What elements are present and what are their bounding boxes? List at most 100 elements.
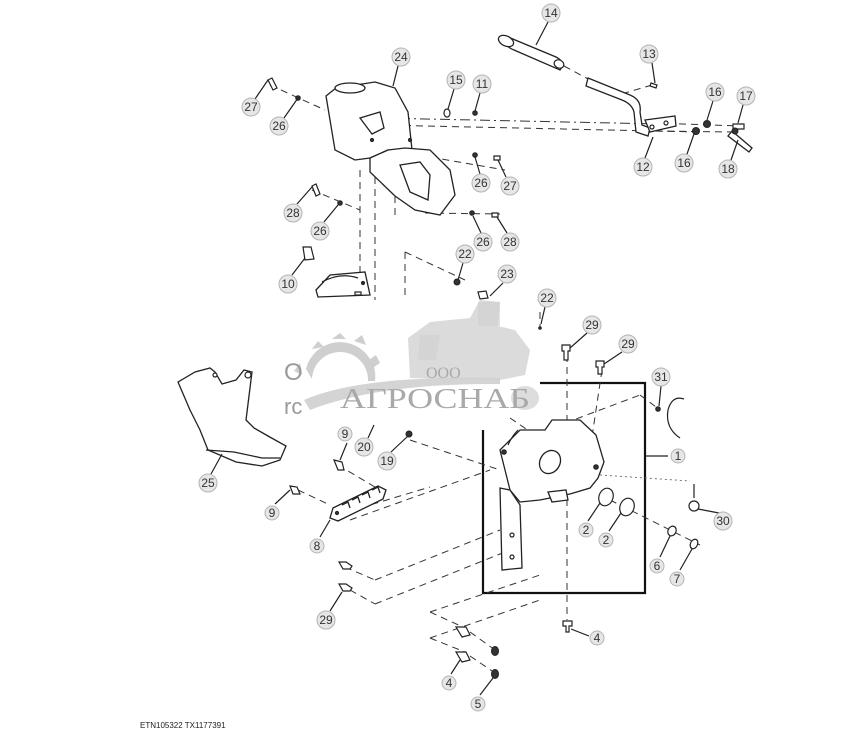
svg-text:12: 12	[636, 160, 650, 174]
callout-26[interactable]: 26	[310, 221, 330, 241]
svg-text:26: 26	[272, 119, 286, 133]
svg-text:6: 6	[654, 559, 661, 573]
part-upper-housing	[325, 81, 456, 216]
watermark-logo: ООО АГРОСНАБ O rc	[284, 300, 539, 419]
callout-27[interactable]: 27	[241, 97, 261, 117]
part-screw-9a	[333, 459, 345, 471]
callout-26[interactable]: 26	[269, 116, 289, 136]
part-handle-grip	[497, 34, 565, 71]
svg-text:23: 23	[500, 267, 514, 281]
callout-30[interactable]: 30	[713, 511, 733, 531]
callout-12[interactable]: 12	[633, 157, 653, 177]
watermark-gear-icon	[294, 333, 380, 381]
part-o-ring-15	[443, 108, 451, 118]
callout-5[interactable]: 5	[470, 696, 486, 712]
part-bolts-29-top	[561, 344, 605, 375]
callout-2[interactable]: 2	[598, 532, 614, 548]
part-washer-2a	[598, 487, 614, 507]
callout-9[interactable]: 9	[264, 505, 280, 521]
part-lower-base	[315, 271, 371, 298]
callout-27[interactable]: 27	[500, 176, 520, 196]
part-washer-16b	[692, 127, 700, 135]
callout-1[interactable]: 1	[670, 448, 686, 464]
part-ring-7	[689, 538, 699, 550]
part-pin	[649, 82, 658, 89]
svg-text:11: 11	[476, 77, 489, 91]
callout-8[interactable]: 8	[309, 538, 325, 554]
part-fasteners-left	[267, 77, 501, 218]
callout-28[interactable]: 28	[500, 232, 520, 252]
callout-23[interactable]: 23	[497, 264, 517, 284]
callout-29[interactable]: 29	[582, 315, 602, 335]
callout-26[interactable]: 26	[473, 232, 493, 252]
callout-13[interactable]: 13	[639, 44, 659, 64]
callout-29[interactable]: 29	[618, 334, 638, 354]
callout-15[interactable]: 15	[446, 70, 466, 90]
callout-31[interactable]: 31	[651, 367, 671, 387]
svg-text:9: 9	[342, 427, 349, 441]
watermark-company-prefix: ООО	[426, 365, 461, 382]
callout-10[interactable]: 10	[278, 274, 298, 294]
svg-text:24: 24	[394, 50, 408, 64]
part-handle-lever	[585, 77, 677, 137]
svg-text:1: 1	[675, 449, 682, 463]
callout-7[interactable]: 7	[669, 571, 685, 587]
watermark-harvester-icon	[408, 300, 539, 410]
svg-text:22: 22	[540, 291, 554, 305]
callout-4[interactable]: 4	[441, 675, 457, 691]
svg-text:28: 28	[286, 206, 300, 220]
part-nut-22b	[538, 326, 542, 330]
callout-19[interactable]: 19	[377, 451, 397, 471]
callout-9[interactable]: 9	[337, 426, 353, 442]
svg-text:29: 29	[585, 318, 599, 332]
callout-18[interactable]: 18	[718, 159, 738, 179]
svg-text:9: 9	[269, 506, 276, 520]
callout-22[interactable]: 22	[455, 244, 475, 264]
part-screw-9b	[289, 485, 301, 495]
callout-28[interactable]: 28	[283, 203, 303, 223]
svg-text:15: 15	[449, 73, 463, 87]
svg-text:27: 27	[503, 179, 517, 193]
svg-text:22: 22	[458, 247, 472, 261]
svg-text:31: 31	[654, 370, 668, 384]
callout-4[interactable]: 4	[589, 630, 605, 646]
callout-25[interactable]: 25	[198, 473, 218, 493]
part-nut-11	[472, 110, 478, 116]
callout-leaders	[210, 21, 744, 696]
callout-16[interactable]: 16	[705, 82, 725, 102]
part-fitting-23	[477, 290, 489, 300]
callout-22[interactable]: 22	[537, 288, 557, 308]
part-ring-6	[667, 525, 677, 537]
svg-text:5: 5	[475, 697, 482, 711]
svg-text:2: 2	[603, 533, 610, 547]
callout-16[interactable]: 16	[674, 153, 694, 173]
callout-20[interactable]: 20	[354, 437, 374, 457]
svg-text:7: 7	[674, 572, 681, 586]
callout-29[interactable]: 29	[316, 610, 336, 630]
svg-text:4: 4	[594, 631, 601, 645]
part-wire-clip-31	[655, 397, 685, 439]
svg-text:26: 26	[474, 176, 488, 190]
svg-text:17: 17	[739, 89, 753, 103]
callout-26[interactable]: 26	[471, 173, 491, 193]
callout-17[interactable]: 17	[736, 86, 756, 106]
watermark-swoosh	[304, 377, 500, 410]
callout-24[interactable]: 24	[391, 47, 411, 67]
svg-text:20: 20	[357, 440, 371, 454]
svg-text:27: 27	[244, 100, 258, 114]
svg-text:14: 14	[544, 6, 558, 20]
callout-2[interactable]: 2	[578, 522, 594, 538]
part-bolts-29-bottom	[337, 561, 353, 592]
svg-text:4: 4	[446, 676, 453, 690]
part-bolts-4	[454, 620, 573, 663]
callout-6[interactable]: 6	[649, 558, 665, 574]
svg-text:18: 18	[721, 162, 735, 176]
part-washer-5a	[491, 646, 499, 656]
svg-text:25: 25	[201, 476, 215, 490]
callout-11[interactable]: 11	[472, 74, 492, 94]
svg-text:8: 8	[314, 539, 321, 553]
part-washer-2b	[619, 497, 635, 517]
part-washer-16a	[703, 120, 711, 128]
svg-text:26: 26	[313, 224, 327, 238]
callout-14[interactable]: 14	[541, 3, 561, 23]
